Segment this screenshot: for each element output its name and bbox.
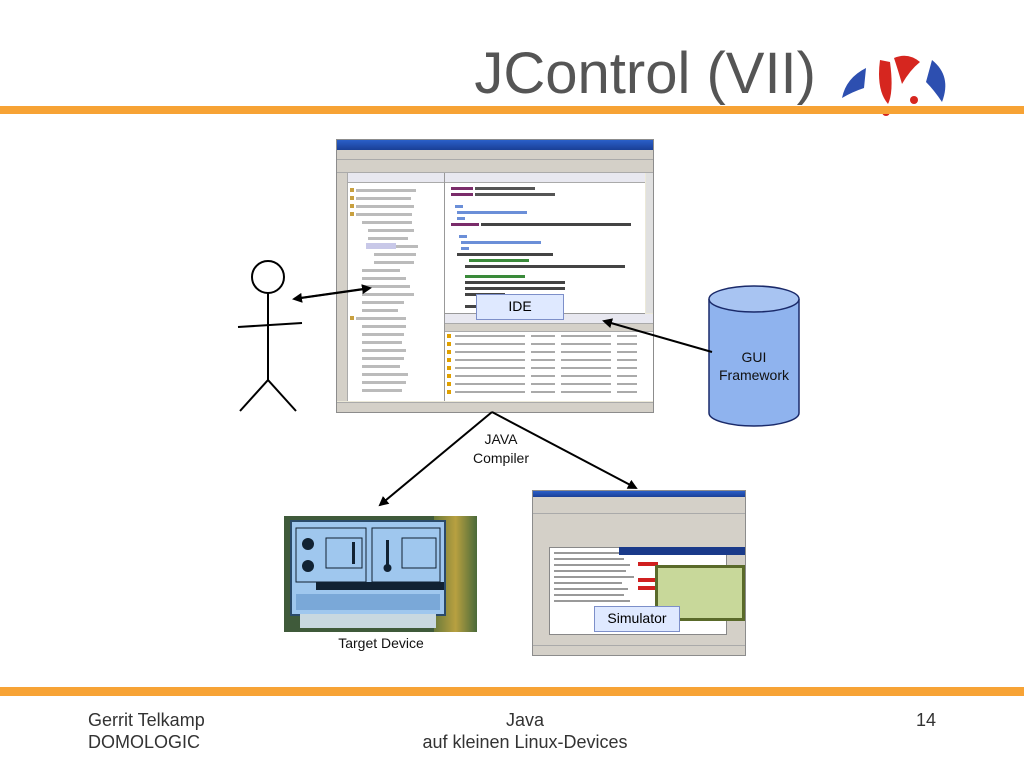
footer-topic-line2: auf kleinen Linux-Devices — [422, 732, 628, 752]
package-tree — [350, 188, 418, 392]
target-device-label: Target Device — [338, 635, 424, 651]
ide-screenshot — [336, 139, 654, 413]
bottom-divider — [0, 687, 1024, 696]
problems-table — [447, 334, 637, 394]
footer-topic-line1: Java — [505, 710, 545, 730]
java-compiler-label-line1: JAVA — [484, 431, 518, 447]
ide-to-user-arrow — [292, 288, 366, 303]
ide-callout: IDE — [476, 294, 564, 320]
compiler-to-simulator-arrow — [491, 411, 638, 489]
user-figure-icon — [237, 260, 303, 412]
java-compiler-label-line2: Compiler — [472, 450, 529, 466]
compiler-to-target-arrow — [378, 411, 493, 507]
simulator-screenshot — [532, 490, 746, 656]
page-number: 14 — [915, 710, 936, 730]
slide-title: JControl (VII) — [474, 41, 816, 106]
gui-framework-database-icon — [708, 285, 800, 427]
top-divider — [0, 106, 1024, 114]
target-device-photo — [284, 516, 477, 632]
framework-to-ide-arrow — [602, 318, 713, 353]
jcontrol-logo-icon — [842, 55, 946, 116]
simulator-callout: Simulator — [594, 606, 680, 632]
gui-framework-label-line2: Framework — [718, 367, 789, 383]
footer-author: Gerrit Telkamp — [88, 710, 205, 730]
gui-framework-label-line1: GUI — [741, 349, 767, 365]
footer-company: DOMOLOGIC — [88, 732, 201, 752]
